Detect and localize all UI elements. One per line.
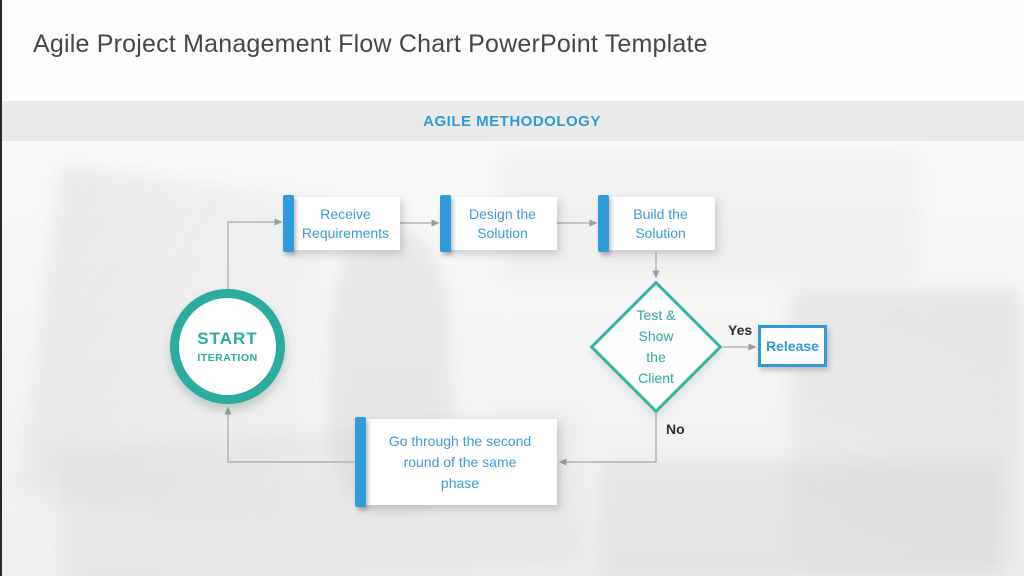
decision-label-line: Client <box>638 370 674 386</box>
start-label: START <box>197 329 258 348</box>
step-accent-bar <box>355 417 366 507</box>
step-label-line: Solution <box>477 224 528 241</box>
step-label-line: Solution <box>635 224 686 241</box>
section-banner: AGILE METHODOLOGY <box>0 101 1024 141</box>
step-design-the-solution: Design the Solution <box>440 195 557 252</box>
step-label-line: Build the <box>633 205 688 222</box>
step-box-body: Receive Requirements <box>291 197 400 250</box>
step-box-body: Build the Solution <box>606 197 715 250</box>
decision-label-line: the <box>646 349 666 365</box>
loop-second-round-node: Go through the second round of the same … <box>355 417 557 507</box>
step-build-the-solution: Build the Solution <box>598 195 715 252</box>
branch-label-yes: Yes <box>728 322 753 338</box>
connector-loop-to-start <box>224 406 355 463</box>
background-blob <box>600 461 1000 576</box>
connector-decision-no-to-loop <box>558 413 657 466</box>
branch-label-no: No <box>666 421 685 437</box>
step-accent-bar <box>440 195 451 252</box>
step-label-line: Design the <box>469 205 536 222</box>
iteration-label: ITERATION <box>197 352 258 364</box>
loop-label-line: phase <box>440 474 480 491</box>
step-label-line: Receive <box>320 205 371 222</box>
step-accent-bar <box>283 195 294 252</box>
release-node: Release <box>758 325 827 367</box>
page-title: Agile Project Management Flow Chart Powe… <box>33 30 708 58</box>
background-blob <box>790 291 1020 571</box>
step-box-body: Design the Solution <box>448 197 557 250</box>
start-iteration-node: START ITERATION <box>170 289 285 404</box>
loop-label-line: Go through the second <box>388 432 532 449</box>
loop-box-body: Go through the second round of the same … <box>363 419 557 505</box>
step-accent-bar <box>598 195 609 252</box>
decision-test-show-client: Test & Show the Client <box>596 305 716 389</box>
connector-start-to-receive <box>227 218 283 290</box>
decision-label-line: Test & <box>636 307 676 323</box>
step-label-line: Requirements <box>301 224 390 241</box>
release-label: Release <box>766 338 819 354</box>
loop-label-line: round of the same <box>403 453 517 470</box>
step-receive-requirements: Receive Requirements <box>283 195 400 252</box>
left-edge-strip <box>0 0 2 576</box>
section-banner-label: AGILE METHODOLOGY <box>423 112 601 130</box>
decision-label-line: Show <box>638 328 674 344</box>
